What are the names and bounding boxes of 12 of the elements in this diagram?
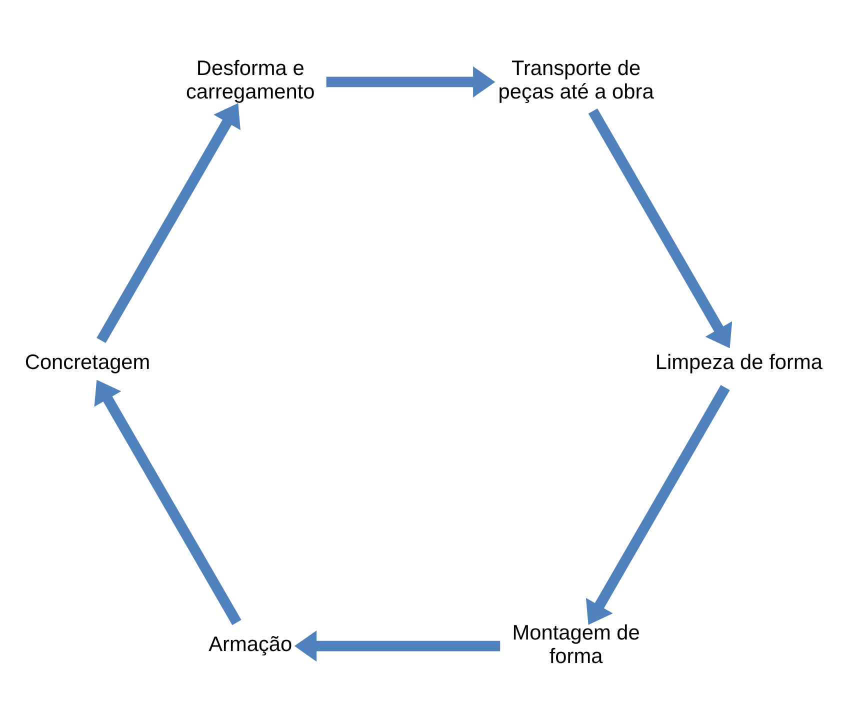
arrow	[96, 103, 240, 344]
arrow	[294, 630, 500, 662]
node-text: Desforma e carregamento	[186, 57, 315, 104]
arrow	[326, 66, 496, 98]
node-text: Limpeza de forma	[655, 350, 822, 374]
node-text: Montagem de forma	[512, 621, 640, 668]
arrow	[94, 380, 242, 626]
arrow	[588, 108, 732, 348]
node-text: Transporte de peças até a obra	[498, 57, 654, 104]
node-text: Armação	[208, 633, 292, 656]
arrow	[586, 384, 730, 625]
node-text: Concretagem	[24, 350, 150, 374]
